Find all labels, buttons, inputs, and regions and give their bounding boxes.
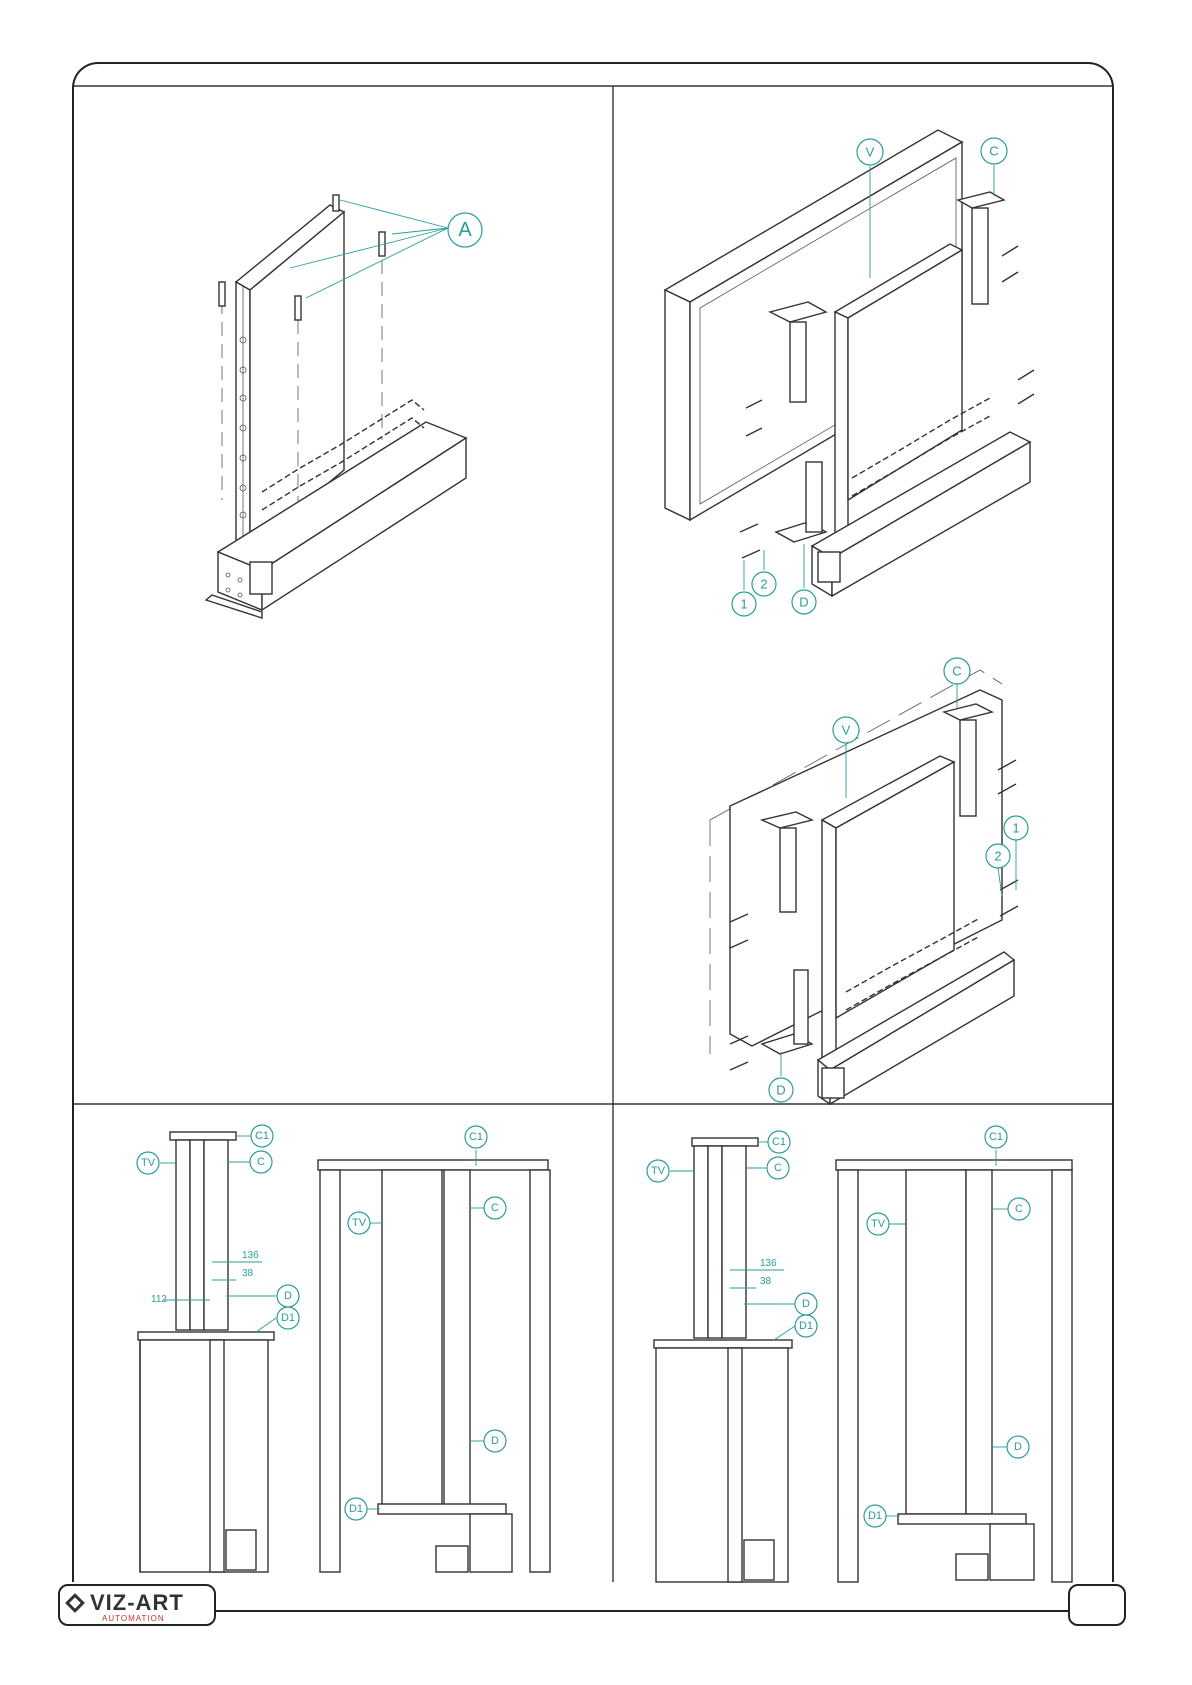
svg-text:D1: D1 <box>799 1320 813 1332</box>
svg-text:1: 1 <box>740 597 747 612</box>
page-number-box <box>1068 1584 1126 1626</box>
svg-text:TV: TV <box>141 1157 156 1169</box>
callout-c1: C1 <box>236 1125 273 1147</box>
svg-text:C1: C1 <box>772 1136 786 1148</box>
svg-text:38: 38 <box>760 1276 772 1287</box>
svg-text:112: 112 <box>151 1294 167 1305</box>
callout-c: C <box>228 1151 272 1173</box>
svg-text:D: D <box>799 595 808 610</box>
panel-tv-brackets-bottom: V C 1 2 D <box>710 658 1028 1104</box>
callout-d: D <box>226 1285 299 1307</box>
svg-text:V: V <box>866 145 875 160</box>
svg-text:136: 136 <box>760 1258 777 1269</box>
footer-line <box>214 1610 1070 1612</box>
callout-c: C <box>992 1198 1030 1220</box>
callout-d1: D1 <box>345 1498 380 1520</box>
callout-tv: TV <box>867 1213 906 1235</box>
svg-text:136: 136 <box>242 1250 259 1261</box>
svg-text:V: V <box>842 723 851 738</box>
brand-logo: VIZ-ART AUTOMATION <box>58 1584 216 1626</box>
svg-text:2: 2 <box>994 849 1001 864</box>
svg-text:D: D <box>1014 1441 1022 1453</box>
callout-d1: D1 <box>774 1315 817 1340</box>
svg-text:C1: C1 <box>255 1130 269 1142</box>
svg-text:C: C <box>257 1156 265 1168</box>
svg-text:D: D <box>284 1290 292 1302</box>
callout-tv: TV <box>348 1212 382 1234</box>
callout-c1: C1 <box>758 1131 790 1153</box>
logo-sub-text: AUTOMATION <box>102 1614 165 1623</box>
svg-text:D: D <box>491 1435 499 1447</box>
svg-text:TV: TV <box>651 1165 666 1177</box>
svg-text:D: D <box>776 1083 785 1098</box>
callout-2: 2 <box>752 550 776 596</box>
diamond-icon <box>65 1593 85 1613</box>
svg-text:C: C <box>952 664 961 679</box>
panel-tv-brackets-top: V C D 1 2 <box>665 130 1034 616</box>
callout-c: C <box>981 138 1007 196</box>
callout-d: D <box>744 1293 817 1315</box>
svg-text:TV: TV <box>871 1218 886 1230</box>
callout-d: D <box>470 1430 506 1452</box>
svg-text:D: D <box>802 1298 810 1310</box>
callout-d1: D1 <box>256 1307 299 1332</box>
callout-d1: D1 <box>864 1505 900 1527</box>
callout-c: C <box>470 1197 506 1219</box>
logo-main-text: VIZ-ART <box>90 1590 184 1616</box>
svg-text:TV: TV <box>352 1217 367 1229</box>
callout-tv: TV <box>647 1160 694 1182</box>
svg-text:A: A <box>458 219 472 241</box>
svg-text:D1: D1 <box>868 1510 882 1522</box>
callout-d: D <box>769 1052 793 1102</box>
svg-text:2: 2 <box>760 577 767 592</box>
svg-text:D1: D1 <box>349 1503 363 1515</box>
callout-tv: TV <box>137 1152 176 1174</box>
svg-text:C: C <box>491 1202 499 1214</box>
callout-c: C <box>746 1157 789 1179</box>
panel-side-views-right: 136 38 C1 C TV D <box>647 1126 1072 1582</box>
panel-column-screws: A <box>206 195 482 618</box>
svg-text:C1: C1 <box>469 1131 483 1143</box>
svg-text:D1: D1 <box>281 1312 295 1324</box>
svg-text:C: C <box>774 1162 782 1174</box>
panel-side-views-left: 136 38 112 C1 C TV D <box>137 1125 550 1572</box>
callout-d: D <box>992 1436 1029 1458</box>
svg-text:C: C <box>989 144 998 159</box>
svg-text:C: C <box>1015 1203 1023 1215</box>
svg-text:1: 1 <box>1012 821 1019 836</box>
bracket-d <box>776 462 826 542</box>
svg-text:38: 38 <box>242 1268 254 1279</box>
svg-text:C1: C1 <box>989 1131 1003 1143</box>
